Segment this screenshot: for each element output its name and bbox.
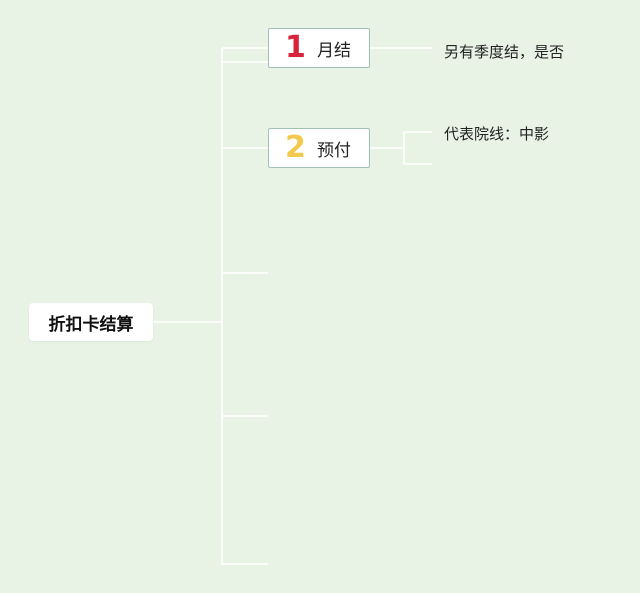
root-node[interactable]: 折扣卡结算 [29, 303, 153, 341]
leaf-note-monthly[interactable]: 另有季度结，是否 [444, 43, 565, 61]
branch-label-monthly: 月结 [317, 40, 351, 61]
number-two-icon: 2 [285, 130, 306, 165]
number-one-icon: 1 [285, 30, 306, 65]
leaf-note-prepaid[interactable]: 代表院线：中影 [444, 125, 550, 143]
branch-label-prepaid: 预付 [317, 140, 351, 161]
branch-node-monthly[interactable]: 1 月结 [268, 28, 370, 68]
root-label: 折扣卡结算 [48, 314, 134, 335]
branch-node-prepaid[interactable]: 2 预付 [268, 128, 370, 168]
